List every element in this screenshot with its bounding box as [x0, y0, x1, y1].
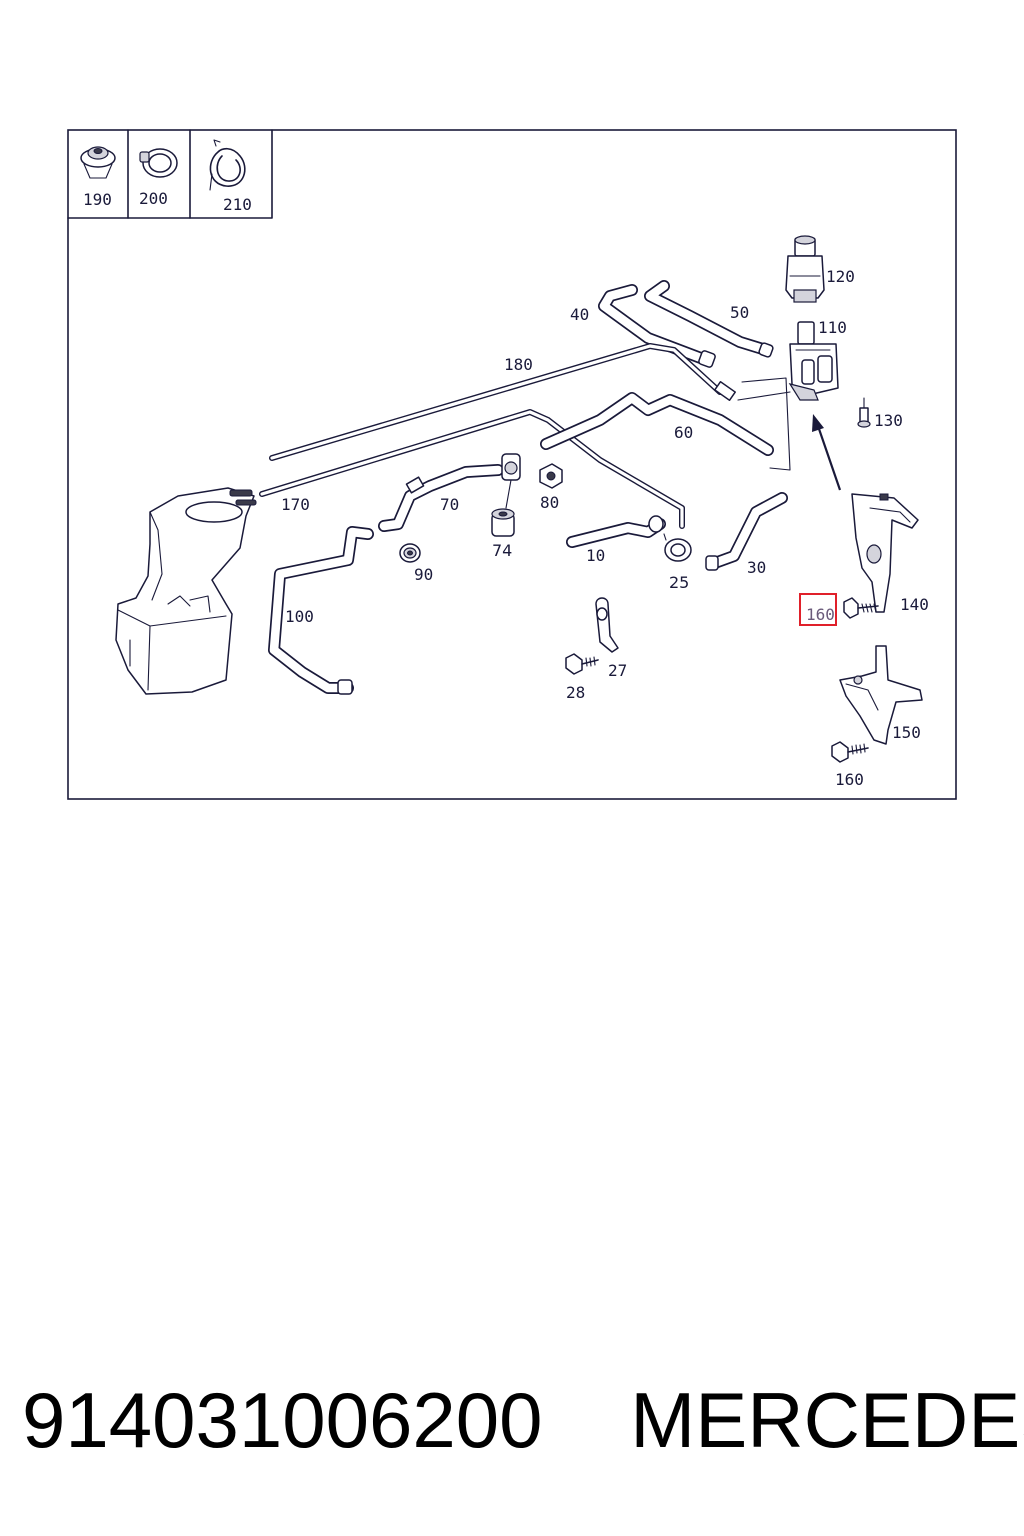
valve-120-icon: [785, 235, 825, 303]
callout-140: 140: [900, 595, 929, 614]
callout-130: 130: [874, 411, 903, 430]
grommet-190-icon: [80, 146, 116, 179]
callout-40: 40: [570, 305, 589, 324]
bracket-150-icon: [839, 645, 923, 745]
brand-name: MERCEDES: [630, 1376, 1024, 1464]
callout-25: 25: [669, 573, 689, 592]
bolt-160-lower-icon: [831, 741, 869, 763]
product-caption: 914031006200 MERCEDES: [22, 1372, 1024, 1468]
bracket-140-icon: [851, 493, 919, 613]
spring-clamp-210-icon: [209, 139, 246, 191]
callout-90: 90: [414, 565, 433, 584]
grommet-90-icon: [399, 543, 421, 563]
callout-80: 80: [540, 493, 559, 512]
mount-bracket-icon: [501, 453, 521, 509]
valve-block-110-icon: [788, 321, 839, 401]
hose-70: [378, 464, 504, 532]
callout-27: 27: [608, 661, 627, 680]
callout-60: 60: [674, 423, 693, 442]
hose-clamp-200-icon: [139, 148, 178, 178]
hose-60: [540, 392, 774, 456]
callout-150: 150: [892, 723, 921, 742]
callout-28: 28: [566, 683, 585, 702]
callout-110: 110: [818, 318, 847, 337]
assembly-arrow-icon: [812, 414, 842, 491]
small-parts-inset: 190 200 210: [67, 129, 273, 219]
pipe-180: [269, 343, 736, 461]
callout-74: 74: [492, 541, 512, 560]
hose-10: [566, 515, 666, 548]
rubber-bush-74-icon: [491, 508, 515, 537]
bolt-160-upper-icon: [843, 597, 879, 619]
bracket-27-icon: [595, 597, 619, 653]
screw-130-icon: [857, 397, 871, 428]
highlight-box: [799, 593, 837, 626]
callout-100: 100: [285, 607, 314, 626]
header-label-200: 200: [139, 189, 168, 208]
callout-70: 70: [440, 495, 459, 514]
callout-170: 170: [281, 495, 310, 514]
header-label-190: 190: [83, 190, 112, 209]
callout-30: 30: [747, 558, 766, 577]
diagram-frame: [67, 129, 957, 800]
callout-50: 50: [730, 303, 749, 322]
clamp-25-icon: [663, 533, 692, 562]
callout-160-lower: 160: [835, 770, 864, 789]
pipe-170: [259, 409, 685, 529]
hose-50: [644, 280, 774, 358]
part-number: 914031006200: [22, 1376, 543, 1464]
nut-80-icon: [539, 463, 563, 489]
hose-40: [598, 284, 716, 368]
exploded-parts-diagram: 190 200 210: [67, 129, 957, 800]
hose-100: [268, 526, 374, 695]
header-label-210: 210: [223, 195, 252, 214]
callout-10: 10: [586, 546, 605, 565]
hose-30: [705, 492, 788, 571]
washer-reservoir-icon: [115, 487, 257, 695]
callout-160-highlighted[interactable]: 160: [806, 605, 835, 624]
bolt-28-icon: [565, 653, 599, 675]
callout-180: 180: [504, 355, 533, 374]
callout-120: 120: [826, 267, 855, 286]
